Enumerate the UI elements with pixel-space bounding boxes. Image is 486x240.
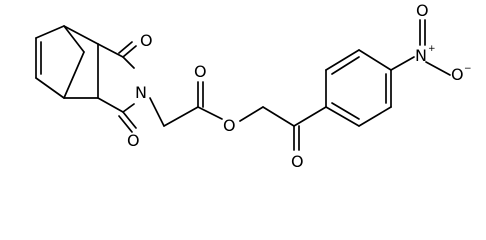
- charge-o-nitro: −: [464, 64, 472, 74]
- atom-o-ester: O: [223, 116, 236, 135]
- succinimide-ring: [97, 41, 137, 133]
- ester-linker: [149, 81, 327, 151]
- structural-formula: O O N O O O N + O − O: [35, 1, 472, 171]
- atom-o-nitro-minus: O: [451, 65, 464, 84]
- charge-n-nitro: +: [428, 44, 436, 54]
- atom-o-imide-top: O: [140, 31, 153, 50]
- atom-n-imide: N: [135, 83, 147, 102]
- benzene-ring: [325, 49, 415, 127]
- atom-o-imide-bottom: O: [127, 131, 140, 150]
- norbornene-ring: [35, 25, 99, 99]
- atom-o-ester-carbonyl: O: [194, 62, 207, 81]
- atom-o-ketone: O: [291, 152, 304, 171]
- atom-o-nitro-double: O: [416, 1, 429, 20]
- nitro-group: [419, 19, 451, 76]
- atom-n-nitro: N: [415, 46, 427, 65]
